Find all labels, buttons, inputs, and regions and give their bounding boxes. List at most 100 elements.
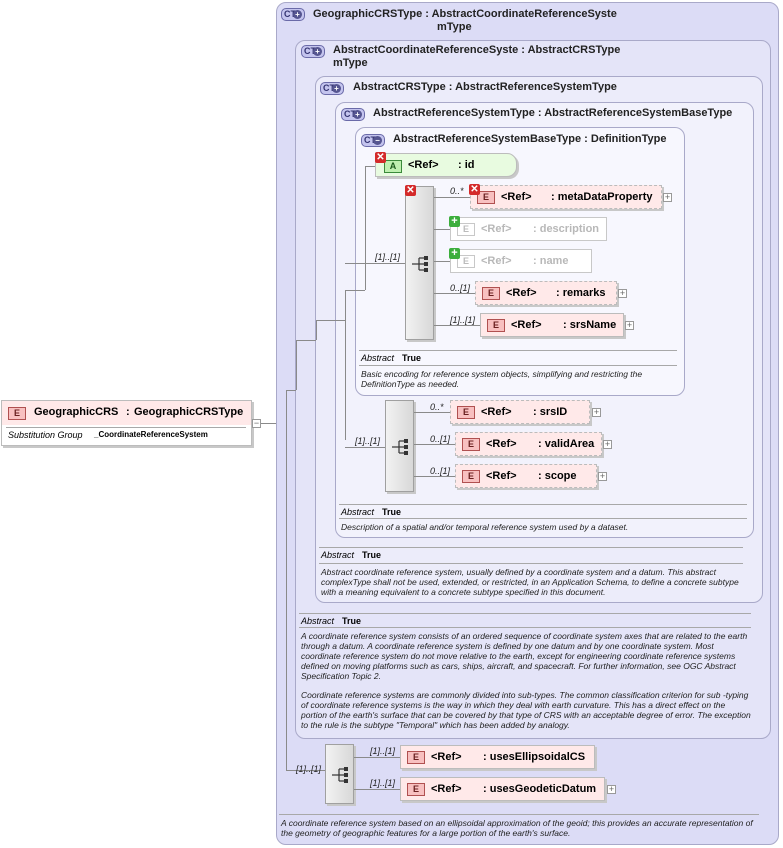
connector <box>414 476 455 477</box>
element-ref: <Ref> <box>506 287 537 299</box>
element-multiplicity: [1]..[1] <box>370 778 396 788</box>
sequence-multiplicity: [1]..[1] <box>296 764 322 774</box>
complex-type-icon: CT+ <box>341 108 365 121</box>
connector <box>316 320 317 340</box>
substitution-group-value: _CoordinateReferenceSystem <box>94 430 208 439</box>
element-description[interactable]: E <Ref> : description <box>450 217 607 241</box>
expand-toggle[interactable]: + <box>598 471 607 481</box>
sequence-icon <box>332 767 348 783</box>
element-multiplicity: 0..* <box>450 186 464 196</box>
connector <box>414 412 450 413</box>
complex-type-icon: CT+ <box>320 82 344 95</box>
connector <box>434 325 480 326</box>
element-name: : description <box>533 223 600 235</box>
expand-toggle[interactable]: + <box>618 288 627 298</box>
expand-toggle[interactable]: + <box>607 784 616 794</box>
element-multiplicity: [1]..[1] <box>450 315 476 325</box>
element-icon: E <box>407 751 425 764</box>
root-element-box[interactable]: E GeographicCRS : GeographicCRSType Subs… <box>1 400 252 446</box>
element-multiplicity: [1]..[1] <box>370 746 396 756</box>
root-element-header <box>2 401 251 425</box>
connector <box>296 340 297 390</box>
element-name: : usesGeodeticDatum <box>483 783 597 795</box>
element-name-field[interactable]: E <Ref> : name <box>450 249 592 273</box>
sequence-compositor-1[interactable] <box>405 186 434 340</box>
element-name: : srsID <box>533 406 568 418</box>
root-separator <box>6 427 246 428</box>
attribute-ref: <Ref> <box>408 159 439 171</box>
element-icon: E <box>462 438 480 451</box>
expand-toggle[interactable]: + <box>592 407 601 417</box>
documentation-geographic: A coordinate reference system based on a… <box>281 818 753 838</box>
element-name: : name <box>533 255 569 267</box>
geographic-type-title: GeographicCRSType : AbstractCoordinateRe… <box>313 8 617 33</box>
separator <box>319 547 743 548</box>
element-usesgeodeticdatum[interactable]: E <Ref> : usesGeodeticDatum <box>400 777 605 801</box>
sequence-multiplicity: [1]..[1] <box>375 252 401 262</box>
element-multiplicity: 0..[1] <box>450 283 471 293</box>
connector <box>434 261 452 262</box>
sequence-multiplicity: [1]..[1] <box>355 436 381 446</box>
collapse-toggle[interactable]: − <box>252 418 261 428</box>
element-metadataproperty[interactable]: E <Ref> : metaDataProperty <box>470 185 662 209</box>
element-srsid[interactable]: E <Ref> : srsID <box>450 400 590 424</box>
documentation-crs: Abstract coordinate reference system, us… <box>321 567 739 597</box>
element-remarks[interactable]: E <Ref> : remarks <box>475 281 617 305</box>
prohibited-icon: ✕ <box>375 152 386 163</box>
sequence-icon <box>412 256 428 272</box>
element-name: : metaDataProperty <box>551 191 653 203</box>
connector <box>286 390 296 391</box>
element-scope[interactable]: E <Ref> : scope <box>455 464 597 488</box>
connector <box>354 757 400 758</box>
abstract-coord-type-title: AbstractCoordinateReferenceSyste : Abstr… <box>333 44 621 69</box>
element-name: : usesEllipsoidalCS <box>483 751 586 763</box>
separator <box>339 504 747 505</box>
element-srsname[interactable]: E <Ref> : srsName <box>480 313 624 337</box>
connector <box>345 263 405 264</box>
complex-type-icon: CT− <box>361 134 385 147</box>
connector <box>365 166 366 290</box>
expand-toggle[interactable]: + <box>625 320 634 330</box>
element-icon: E <box>457 406 475 419</box>
abstract-ref-type-title: AbstractReferenceSystemType : AbstractRe… <box>373 107 733 119</box>
element-name: : validArea <box>538 438 595 450</box>
element-name: : remarks <box>556 287 606 299</box>
added-icon: + <box>449 216 460 227</box>
element-ref: <Ref> <box>501 191 532 203</box>
connector <box>286 390 287 770</box>
element-ref: <Ref> <box>486 470 517 482</box>
element-icon: E <box>407 783 425 796</box>
connector <box>434 229 452 230</box>
separator <box>279 814 759 815</box>
root-element-colon: : <box>126 406 130 418</box>
element-ref: <Ref> <box>481 223 512 235</box>
documentation-coord-1: A coordinate reference system consists o… <box>301 631 748 681</box>
sequence-compositor-3[interactable] <box>325 744 354 804</box>
element-ref: <Ref> <box>511 319 542 331</box>
prohibited-icon: ✕ <box>469 184 480 195</box>
element-icon: E <box>462 470 480 483</box>
element-validarea[interactable]: E <Ref> : validArea <box>455 432 602 456</box>
root-element-name: GeographicCRS <box>34 406 119 418</box>
connector <box>286 770 326 771</box>
attribute-id[interactable]: A <Ref> : id <box>375 153 517 177</box>
separator <box>359 350 677 351</box>
added-icon: + <box>449 248 460 259</box>
sequence-compositor-2[interactable] <box>385 400 414 492</box>
element-multiplicity: 0..[1] <box>430 466 451 476</box>
substitution-group-label: Substitution Group <box>8 430 83 440</box>
expand-toggle[interactable]: + <box>603 439 612 449</box>
connector <box>354 789 400 790</box>
attribute-name: : id <box>458 159 475 171</box>
connector <box>365 166 375 167</box>
connector <box>296 340 316 341</box>
element-name: : scope <box>538 470 577 482</box>
connector <box>414 444 455 445</box>
connector <box>261 423 286 424</box>
element-usesellipsoidalcs[interactable]: E <Ref> : usesEllipsoidalCS <box>400 745 595 769</box>
expand-toggle[interactable]: + <box>663 192 672 202</box>
element-ref: <Ref> <box>431 751 462 763</box>
separator <box>359 365 677 366</box>
